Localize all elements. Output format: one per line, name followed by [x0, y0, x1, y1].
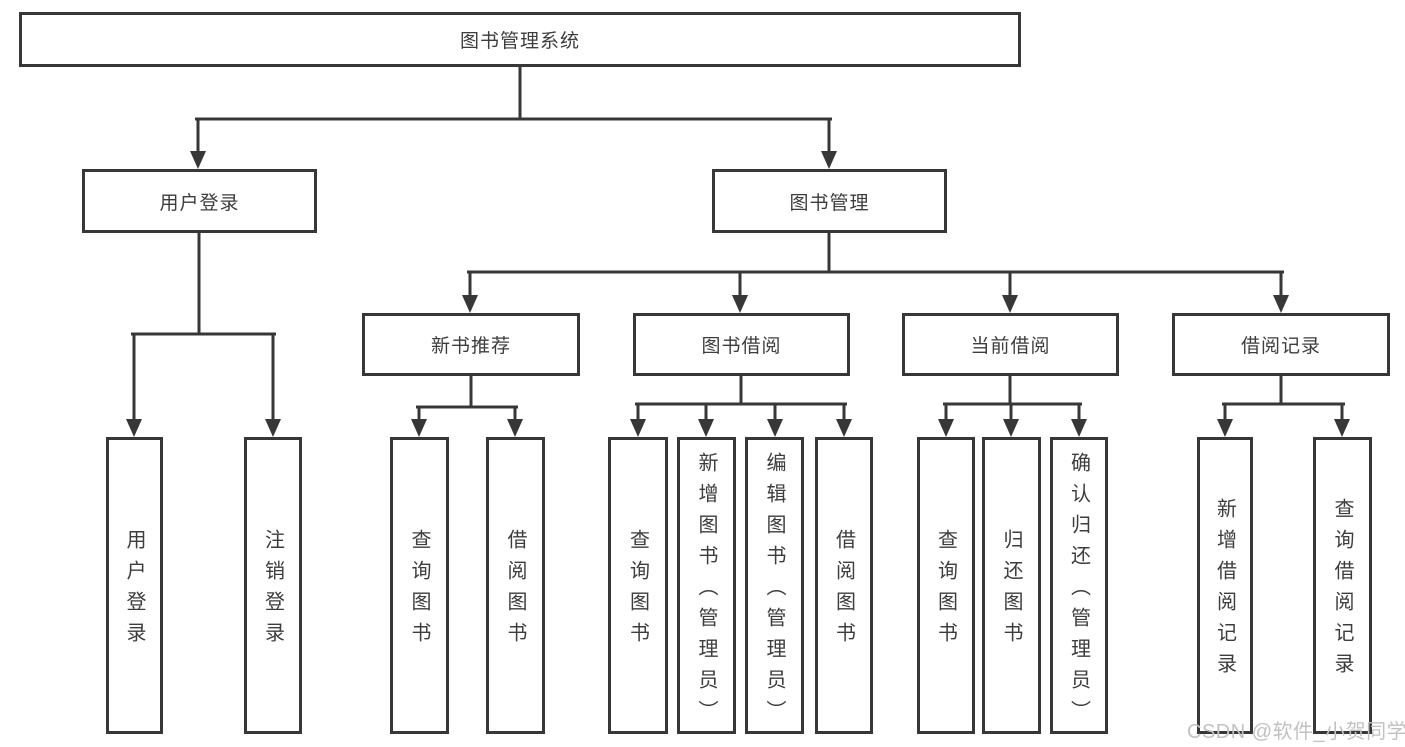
leaf-confirm-return-admin-label: 确认归还（管理员） [1067, 451, 1090, 731]
node-root: 图书管理系统 [19, 12, 1021, 67]
leaf-recommend-borrow-books: 借阅图书 [486, 437, 545, 734]
node-current-borrow: 当前借阅 [902, 313, 1119, 376]
leaf-return-books: 归还图书 [982, 437, 1041, 734]
leaf-logout: 注销登录 [244, 437, 302, 734]
leaf-add-borrow-record-label: 新增借阅记录 [1213, 498, 1236, 684]
node-user-login: 用户登录 [82, 169, 317, 233]
leaf-user-login: 用户登录 [106, 437, 163, 734]
node-borrow-records-label: 借阅记录 [1240, 336, 1321, 357]
leaf-logout-label: 注销登录 [261, 529, 284, 653]
leaf-add-books-admin: 新增图书（管理员） [677, 437, 736, 734]
node-new-book-recommend-label: 新书推荐 [430, 336, 511, 357]
leaf-user-login-label: 用户登录 [123, 529, 145, 653]
leaf-current-query-books-label: 查询图书 [934, 529, 957, 653]
node-current-borrow-label: 当前借阅 [970, 336, 1051, 357]
leaf-edit-books-admin: 编辑图书（管理员） [745, 437, 804, 734]
leaf-recommend-query-books-label: 查询图书 [408, 529, 430, 653]
leaf-recommend-borrow-books-label: 借阅图书 [504, 529, 526, 653]
leaf-borrow-books: 借阅图书 [815, 437, 873, 734]
leaf-add-books-admin-label: 新增图书（管理员） [695, 451, 717, 731]
leaf-query-borrow-record-label: 查询借阅记录 [1331, 498, 1353, 684]
node-book-borrow-label: 图书借阅 [701, 336, 782, 357]
leaf-borrow-query-books-label: 查询图书 [626, 529, 649, 653]
leaf-confirm-return-admin: 确认归还（管理员） [1050, 437, 1108, 734]
leaf-borrow-books-label: 借阅图书 [832, 529, 855, 653]
node-book-borrow: 图书借阅 [633, 313, 850, 376]
leaf-borrow-query-books: 查询图书 [608, 437, 668, 734]
connector-book-borrow-split [635, 372, 847, 425]
connector-new-book-split [416, 372, 518, 425]
node-book-management-label: 图书管理 [789, 192, 870, 214]
node-user-login-label: 用户登录 [159, 192, 240, 214]
connector-current-borrow-split [943, 372, 1082, 425]
connector-root-split [195, 64, 832, 157]
node-root-label: 图书管理系统 [459, 31, 580, 52]
leaf-add-borrow-record: 新增借阅记录 [1197, 437, 1253, 734]
leaf-edit-books-admin-label: 编辑图书（管理员） [763, 451, 785, 731]
node-borrow-records: 借阅记录 [1172, 313, 1390, 376]
connector-user-login-split [131, 229, 276, 425]
leaf-return-books-label: 归还图书 [1000, 529, 1022, 653]
connector-book-management-split [467, 229, 1284, 301]
connector-borrow-records-split [1222, 372, 1345, 425]
node-book-management: 图书管理 [712, 169, 947, 233]
leaf-current-query-books: 查询图书 [917, 437, 975, 734]
node-new-book-recommend: 新书推荐 [362, 313, 580, 376]
csdn-watermark: CSDN @软件_小贺同学 [1187, 721, 1405, 743]
leaf-query-borrow-record: 查询借阅记录 [1313, 437, 1372, 734]
leaf-recommend-query-books: 查询图书 [390, 437, 449, 734]
